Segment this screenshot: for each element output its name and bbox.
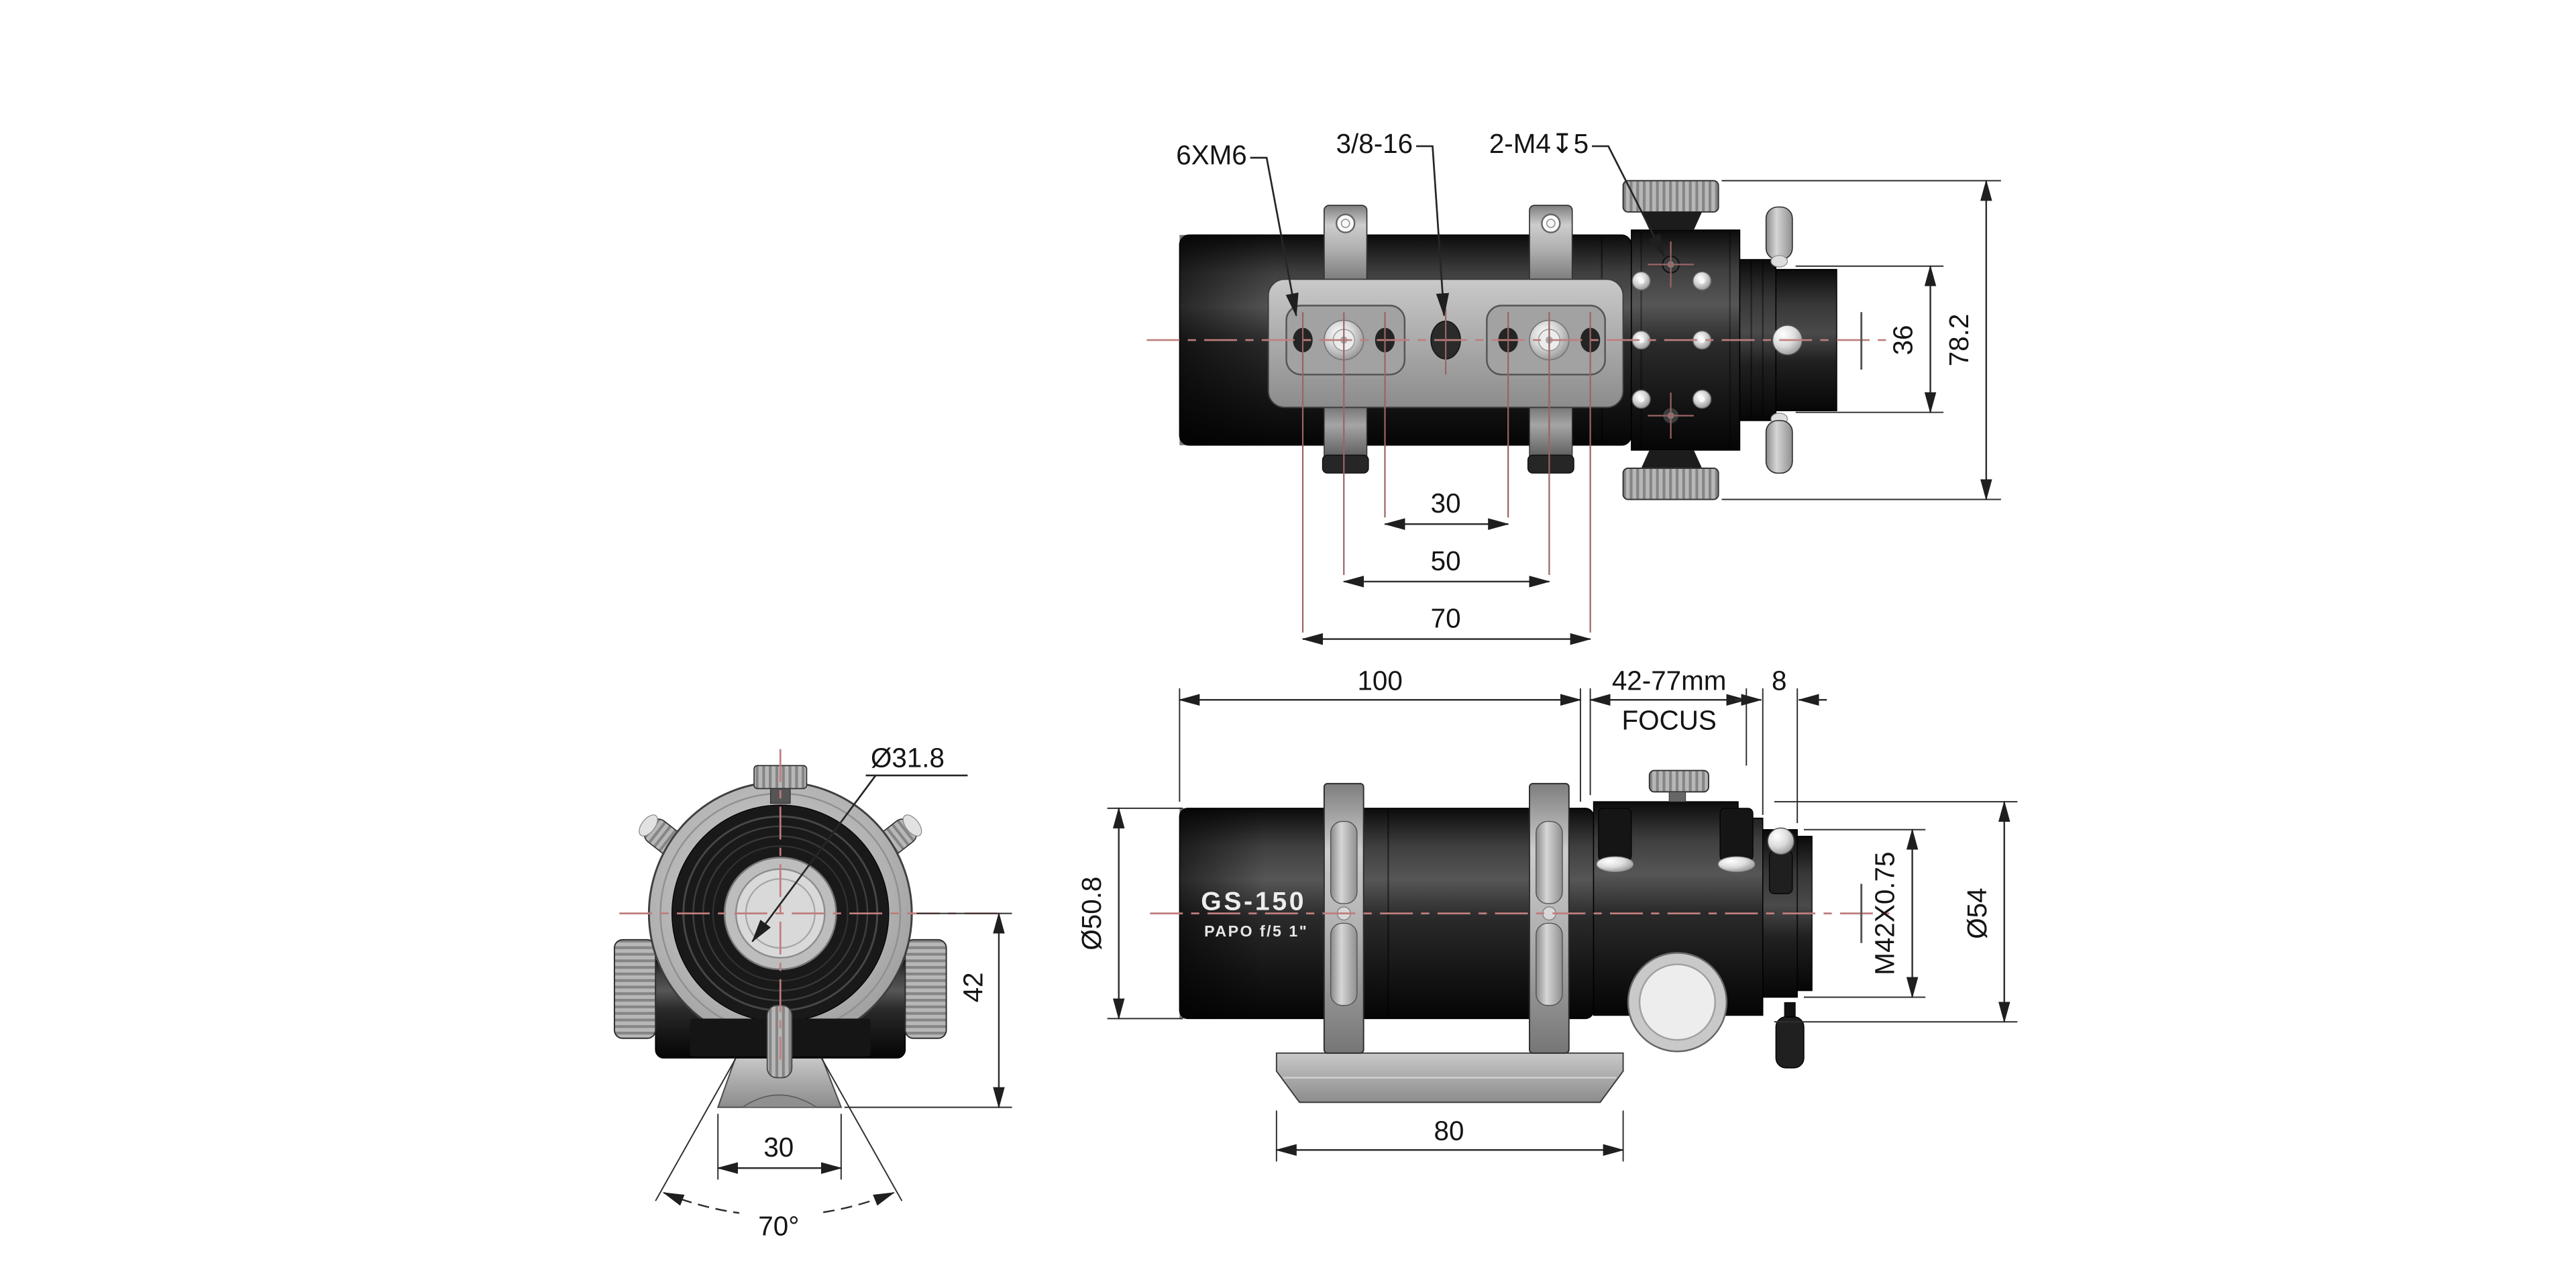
side-ring-front bbox=[1323, 783, 1364, 1054]
side-thumbscrew-upper bbox=[1767, 827, 1795, 894]
side-focuser-top-knob bbox=[1648, 769, 1709, 802]
callout-mount-holes-label: 6XM6 bbox=[1176, 140, 1247, 170]
top-ring-foot-front bbox=[1322, 403, 1369, 474]
ring-clamp-lever bbox=[1536, 820, 1563, 904]
top-focus-knob-upper bbox=[1622, 180, 1719, 230]
ring-clamp-lever bbox=[1536, 922, 1563, 1006]
dim-50-8-label: Ø50.8 bbox=[1076, 877, 1107, 951]
side-focuser-post-left bbox=[1596, 808, 1633, 872]
dim-tube-length: 100 bbox=[1178, 665, 1582, 802]
dim-dovetail-width: 30 bbox=[716, 1114, 843, 1180]
dim-dovetail-angle: 70° bbox=[655, 1057, 903, 1242]
top-ring-tab-front bbox=[1324, 205, 1368, 285]
dim-42-label: 42 bbox=[957, 972, 988, 1002]
side-focus-wheel bbox=[1627, 952, 1728, 1053]
dim-8-label: 8 bbox=[1772, 665, 1786, 696]
callout-focuser-holes-label: 2-M4↧5 bbox=[1489, 128, 1589, 159]
product-spec-label: PAPO f/5 1" bbox=[1204, 922, 1308, 940]
dim-70deg-label: 70° bbox=[758, 1211, 799, 1242]
front-focus-knob-right bbox=[904, 938, 947, 1039]
dim-hole-span-inner: 30 bbox=[1383, 488, 1510, 530]
callout-center-thread-label: 3/8-16 bbox=[1336, 128, 1413, 159]
top-ring-tab-rear bbox=[1529, 205, 1573, 285]
top-hole-extension-lines bbox=[1301, 309, 1591, 633]
dim-drawtube-diameter: 36 bbox=[1795, 264, 1944, 414]
leader-mount-holes bbox=[1250, 156, 1299, 317]
dim-focus-travel: 42-77mm FOCUS bbox=[1589, 665, 1748, 796]
side-focuser-post-right bbox=[1718, 808, 1756, 872]
dim-focus-caption-label: FOCUS bbox=[1621, 704, 1716, 735]
dim-36-label: 36 bbox=[1888, 325, 1919, 355]
angle-label-backdrop bbox=[739, 1209, 818, 1242]
ring-clamp-lever bbox=[1330, 820, 1358, 904]
side-ring-rear bbox=[1529, 783, 1570, 1054]
dim-78-2-label: 78.2 bbox=[1943, 314, 1974, 367]
dim-axis-to-base: 42 bbox=[844, 912, 1012, 1109]
dim-54-label: Ø54 bbox=[1962, 888, 1992, 938]
top-ring-foot-rear bbox=[1527, 403, 1574, 474]
top-m4-screw bbox=[1648, 392, 1694, 439]
dim-back-segment: 8 bbox=[1735, 665, 1827, 823]
top-m4-screw bbox=[1648, 241, 1694, 288]
dim-overall-height: 78.2 bbox=[1721, 179, 2001, 501]
front-base-notch bbox=[741, 1094, 818, 1108]
side-view: GS-150 PAPO f/5 1" bbox=[1076, 665, 2018, 1162]
leader-center-thread bbox=[1416, 145, 1450, 317]
dim-tube-diameter: Ø50.8 bbox=[1076, 807, 1183, 1020]
dim-eyepiece-diameter: Ø31.8 bbox=[751, 743, 968, 943]
dim-m42-label: M42X0.75 bbox=[1870, 852, 1900, 975]
dim-hole-span-outer: 70 bbox=[1301, 603, 1592, 645]
side-dovetail-bar bbox=[1275, 1052, 1624, 1104]
dim-front-30-label: 30 bbox=[763, 1132, 794, 1163]
dim-drawtube-thread: M42X0.75 bbox=[1803, 828, 1926, 999]
dim-70-label: 70 bbox=[1431, 603, 1461, 634]
front-focus-knob-left bbox=[613, 938, 657, 1039]
dim-31-8-label: Ø31.8 bbox=[871, 743, 945, 773]
dim-50-label: 50 bbox=[1431, 545, 1461, 576]
top-thumbscrew-lever-lower bbox=[1765, 413, 1793, 474]
dim-30-label: 30 bbox=[1431, 488, 1461, 519]
dim-100-label: 100 bbox=[1357, 665, 1402, 696]
ring-clamp-lever bbox=[1330, 922, 1358, 1006]
front-view: Ø31.8 42 30 70° bbox=[613, 743, 1012, 1242]
top-focuser-screws bbox=[1631, 271, 1712, 409]
dim-flange-diameter: Ø54 bbox=[1774, 800, 2018, 1024]
dim-focus-range-label: 42-77mm bbox=[1612, 665, 1727, 696]
dim-hole-span-middle: 50 bbox=[1342, 545, 1551, 588]
top-view: 6XM6 3/8-16 2-M4↧5 36 78.2 30 50 70 bbox=[1146, 128, 2001, 645]
product-model-logo: GS-150 bbox=[1201, 888, 1306, 916]
top-focus-knob-lower bbox=[1622, 450, 1719, 500]
leader-focuser-holes bbox=[1592, 145, 1666, 258]
top-thumbscrew-lever-upper bbox=[1765, 206, 1793, 268]
side-thumbscrew-lower bbox=[1775, 1002, 1805, 1069]
dim-80-label: 80 bbox=[1434, 1116, 1464, 1146]
dim-dovetail-length: 80 bbox=[1275, 1110, 1625, 1162]
